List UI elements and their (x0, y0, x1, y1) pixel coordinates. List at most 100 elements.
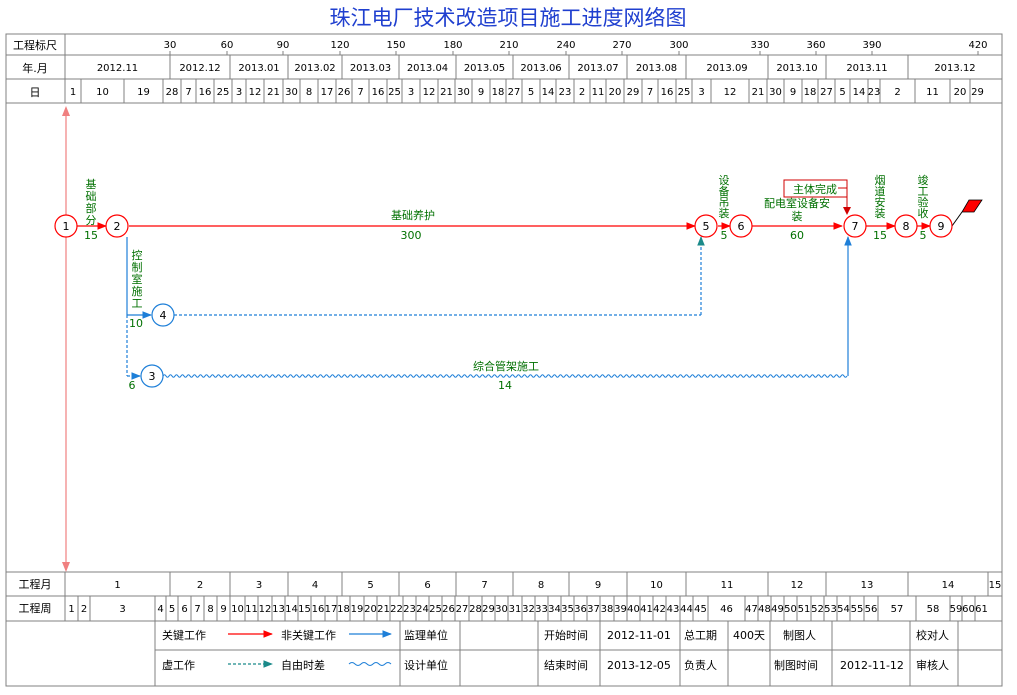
project-week-cell: 13 (272, 604, 285, 615)
project-week-cell: 6 (181, 604, 187, 615)
event-node-label: 7 (852, 220, 859, 233)
day-cell: 21 (752, 87, 765, 98)
day-cell: 25 (217, 87, 230, 98)
project-month-label: 工程月 (19, 578, 52, 591)
project-week-cell: 47 (745, 604, 758, 615)
day-cell: 12 (423, 87, 436, 98)
event-node-label: 2 (114, 220, 121, 233)
project-month-cell: 9 (595, 580, 601, 591)
month-cell: 2013.02 (294, 63, 335, 74)
legend-dummy: 虚工作 (162, 659, 195, 672)
duration-label: 总工期 (684, 628, 717, 642)
event-node: 1 (54, 214, 78, 238)
scale-tick: 90 (277, 40, 290, 51)
project-week-cell: 44 (680, 604, 693, 615)
day-cell: 11 (926, 87, 939, 98)
project-month-cell: 10 (650, 580, 663, 591)
day-cell: 2 (894, 87, 900, 98)
drawer-label: 制图人 (783, 629, 816, 642)
project-week-cell: 45 (694, 604, 707, 615)
activity-8-9: 竣工验收 5 (917, 173, 931, 242)
project-week-cell: 38 (601, 604, 614, 615)
event-node-label: 9 (938, 220, 945, 233)
event-node-label: 5 (703, 220, 710, 233)
project-week-cell: 26 (442, 604, 455, 615)
designer-label: 设计单位 (404, 658, 448, 672)
project-week-cell: 23 (403, 604, 416, 615)
project-week-cell: 3 (119, 604, 125, 615)
scale-label: 工程标尺 (13, 38, 57, 52)
month-cell: 2013.01 (238, 63, 279, 74)
day-cell: 16 (372, 87, 385, 98)
month-cell: 2013.05 (464, 63, 505, 74)
day-cell: 28 (166, 87, 179, 98)
day-cell: 9 (790, 87, 796, 98)
day-cell: 5 (839, 87, 845, 98)
day-cell: 14 (542, 87, 555, 98)
draw-time-label: 制图时间 (774, 659, 818, 672)
project-month-cell: 3 (256, 580, 262, 591)
event-node-label: 3 (149, 370, 156, 383)
day-cell: 16 (199, 87, 212, 98)
project-month-cell: 8 (538, 580, 544, 591)
event-node-label: 8 (903, 220, 910, 233)
day-cell: 7 (357, 87, 363, 98)
scale-tick: 300 (669, 40, 688, 51)
month-cell: 2013.08 (636, 63, 677, 74)
scale-tick: 60 (221, 40, 234, 51)
project-week-cell: 4 (157, 604, 163, 615)
day-cell: 3 (408, 87, 414, 98)
project-month-cell: 2 (197, 580, 203, 591)
day-cell: 2 (579, 87, 585, 98)
project-week-cell: 30 (495, 604, 508, 615)
month-label: 年.月 (22, 61, 48, 75)
activity-3-7-duration: 14 (498, 379, 512, 392)
project-week-cell: 14 (285, 604, 298, 615)
day-cell: 16 (661, 87, 674, 98)
project-week-cell: 16 (312, 604, 325, 615)
day-cell: 30 (769, 87, 782, 98)
day-cell: 21 (440, 87, 453, 98)
start-label: 开始时间 (544, 628, 588, 642)
month-cell: 2013.07 (577, 63, 618, 74)
diagram-title: 珠江电厂技术改造项目施工进度网络图 (330, 6, 687, 30)
scale-tick: 240 (556, 40, 575, 51)
draw-time-value: 2012-11-12 (840, 659, 904, 672)
project-week-cell: 51 (798, 604, 811, 615)
day-cell: 30 (457, 87, 470, 98)
scale-tick: 210 (499, 40, 518, 51)
project-week-cell: 20 (364, 604, 377, 615)
project-month-cell: 14 (942, 580, 955, 591)
project-week-cell: 53 (824, 604, 837, 615)
project-week-cell: 49 (771, 604, 784, 615)
project-month-cell: 13 (861, 580, 874, 591)
day-cell: 12 (249, 87, 262, 98)
activity-2-4-duration: 10 (129, 317, 143, 330)
project-week-cell: 12 (259, 604, 272, 615)
project-week-cell: 39 (614, 604, 627, 615)
outer-frame (5, 33, 1003, 687)
day-cell: 30 (285, 87, 298, 98)
project-week-cell: 37 (587, 604, 600, 615)
project-week-cell: 36 (574, 604, 587, 615)
month-cell: 2013.06 (520, 63, 561, 74)
day-cell: 21 (267, 87, 280, 98)
project-week-cell: 46 (720, 604, 733, 615)
project-month-cell: 6 (424, 580, 430, 591)
milestone-note: 主体完成 (783, 179, 851, 215)
project-month-cell: 7 (481, 580, 487, 591)
svg-text:烟道安装: 烟道安装 (875, 173, 886, 220)
project-week-cell: 35 (561, 604, 574, 615)
activity-6-7: 配电室设备安装 60 (752, 196, 843, 242)
activity-1-2: 基础部分 15 (77, 178, 107, 242)
project-week-cell: 5 (169, 604, 175, 615)
day-cell: 9 (478, 87, 484, 98)
activity-2-5: 基础养护 300 (129, 208, 696, 242)
scale-tick: 150 (386, 40, 405, 51)
day-cell: 14 (853, 87, 866, 98)
day-cell: 5 (528, 87, 534, 98)
